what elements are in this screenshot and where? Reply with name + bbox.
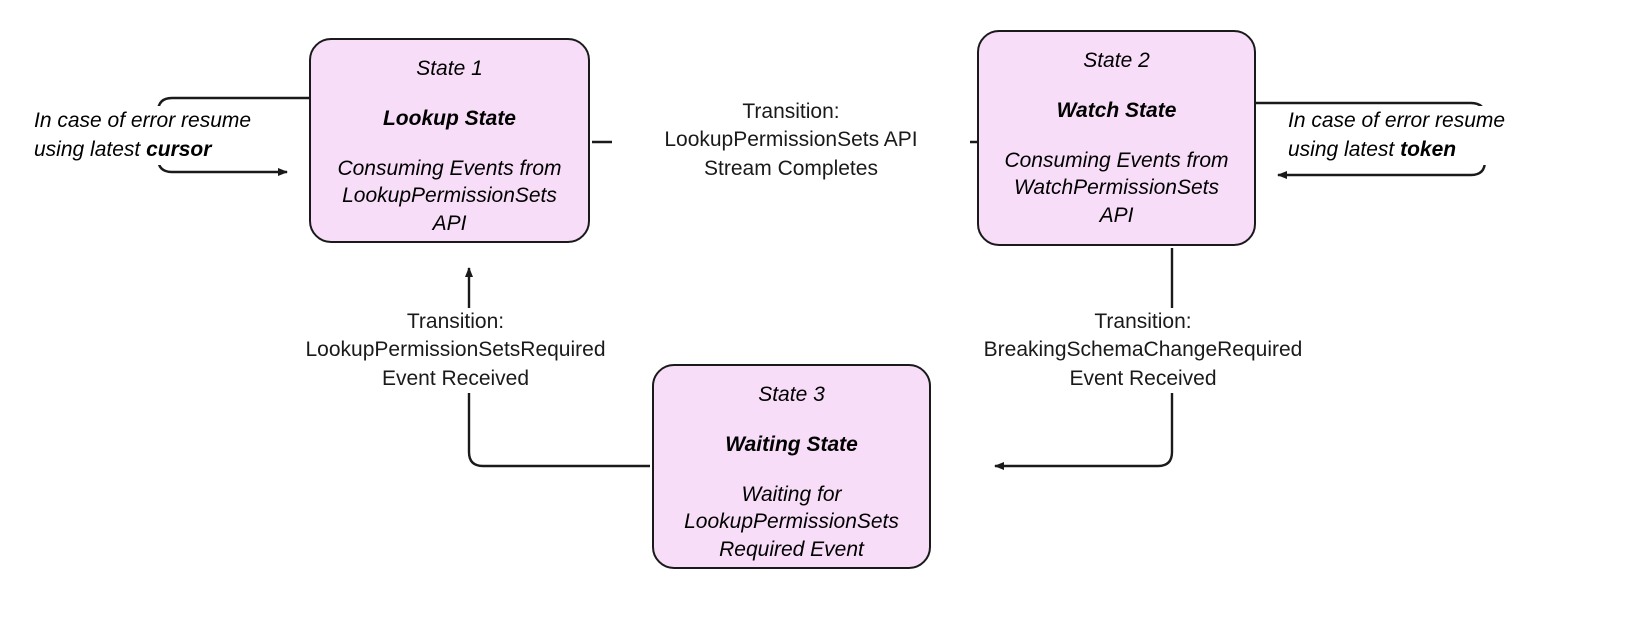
state-node-waiting-state[interactable]: State 3 Waiting State Waiting for Lookup… — [652, 364, 931, 569]
annotation-emphasis: cursor — [146, 138, 212, 162]
edge-label-watch-to-waiting: Transition: BreakingSchemaChangeRequired… — [958, 308, 1328, 394]
state-node-title: Waiting State — [725, 433, 858, 457]
edge-watch-to-waiting — [994, 248, 1174, 470]
edge-label-waiting-to-lookup: Transition: LookupPermissionSetsRequired… — [283, 308, 628, 394]
edge-label-lookup-self-loop: In case of error resume using latest cur… — [34, 106, 284, 165]
state-node-title: Lookup State — [382, 107, 516, 131]
annotation-text: In case of error resume using latest — [34, 109, 252, 162]
annotation-text: In case of error resume using latest — [1288, 109, 1506, 162]
state-node-watch-state[interactable]: State 2 Watch State Consuming Events fro… — [977, 30, 1256, 246]
state-node-index: State 1 — [416, 57, 483, 80]
annotation-emphasis: token — [1400, 138, 1457, 162]
edge-waiting-to-lookup — [465, 267, 650, 468]
state-node-title: Watch State — [1056, 99, 1177, 123]
state-node-description: Consuming Events from LookupPermissionSe… — [337, 156, 562, 236]
state-node-lookup-state[interactable]: State 1 Lookup State Consuming Events fr… — [309, 38, 590, 243]
state-node-description: Waiting for LookupPermissionSets Require… — [684, 482, 899, 562]
edge-label-watch-self-loop: In case of error resume using latest tok… — [1288, 106, 1544, 165]
state-node-description: Consuming Events from WatchPermissionSet… — [1004, 148, 1229, 228]
edge-label-lookup-to-watch: Transition: LookupPermissionSets API Str… — [612, 98, 970, 184]
state-node-index: State 3 — [758, 383, 825, 406]
state-node-index: State 2 — [1083, 49, 1150, 72]
